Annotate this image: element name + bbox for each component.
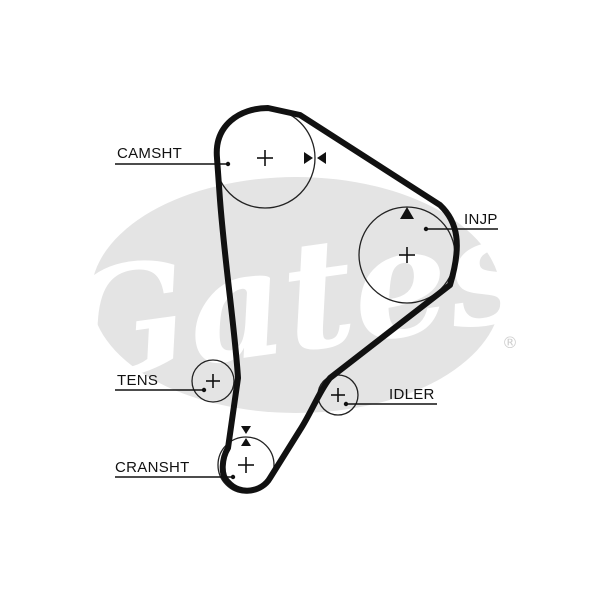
camshaft-label: CAMSHT (117, 145, 182, 162)
component-labels: CAMSHT INJP TENS IDLER CRANSHT (115, 145, 498, 476)
crankshaft-label: CRANSHT (115, 459, 190, 476)
timing-marks (241, 152, 414, 446)
injection-pump-timing-mark-icon (400, 207, 414, 219)
idler-label: IDLER (389, 386, 435, 403)
injection-pump-center-cross (399, 247, 415, 263)
tensioner-center-cross (206, 374, 220, 388)
watermark-oval (91, 177, 501, 413)
crankshaft-center-cross (238, 457, 254, 473)
camshaft-center-cross (257, 150, 273, 166)
idler-center-cross (331, 388, 345, 402)
leader-lines (115, 161, 498, 480)
watermark-registered-mark: ® (502, 333, 518, 352)
tensioner-label: TENS (117, 372, 158, 389)
injection-pump-label: INJP (464, 211, 498, 228)
pulley-centers (206, 150, 415, 473)
crankshaft-timing-mark-icon (241, 426, 251, 446)
tensioner-pulley (191, 359, 235, 403)
camshaft-timing-mark-icon (304, 152, 326, 164)
timing-belt (213, 105, 460, 494)
